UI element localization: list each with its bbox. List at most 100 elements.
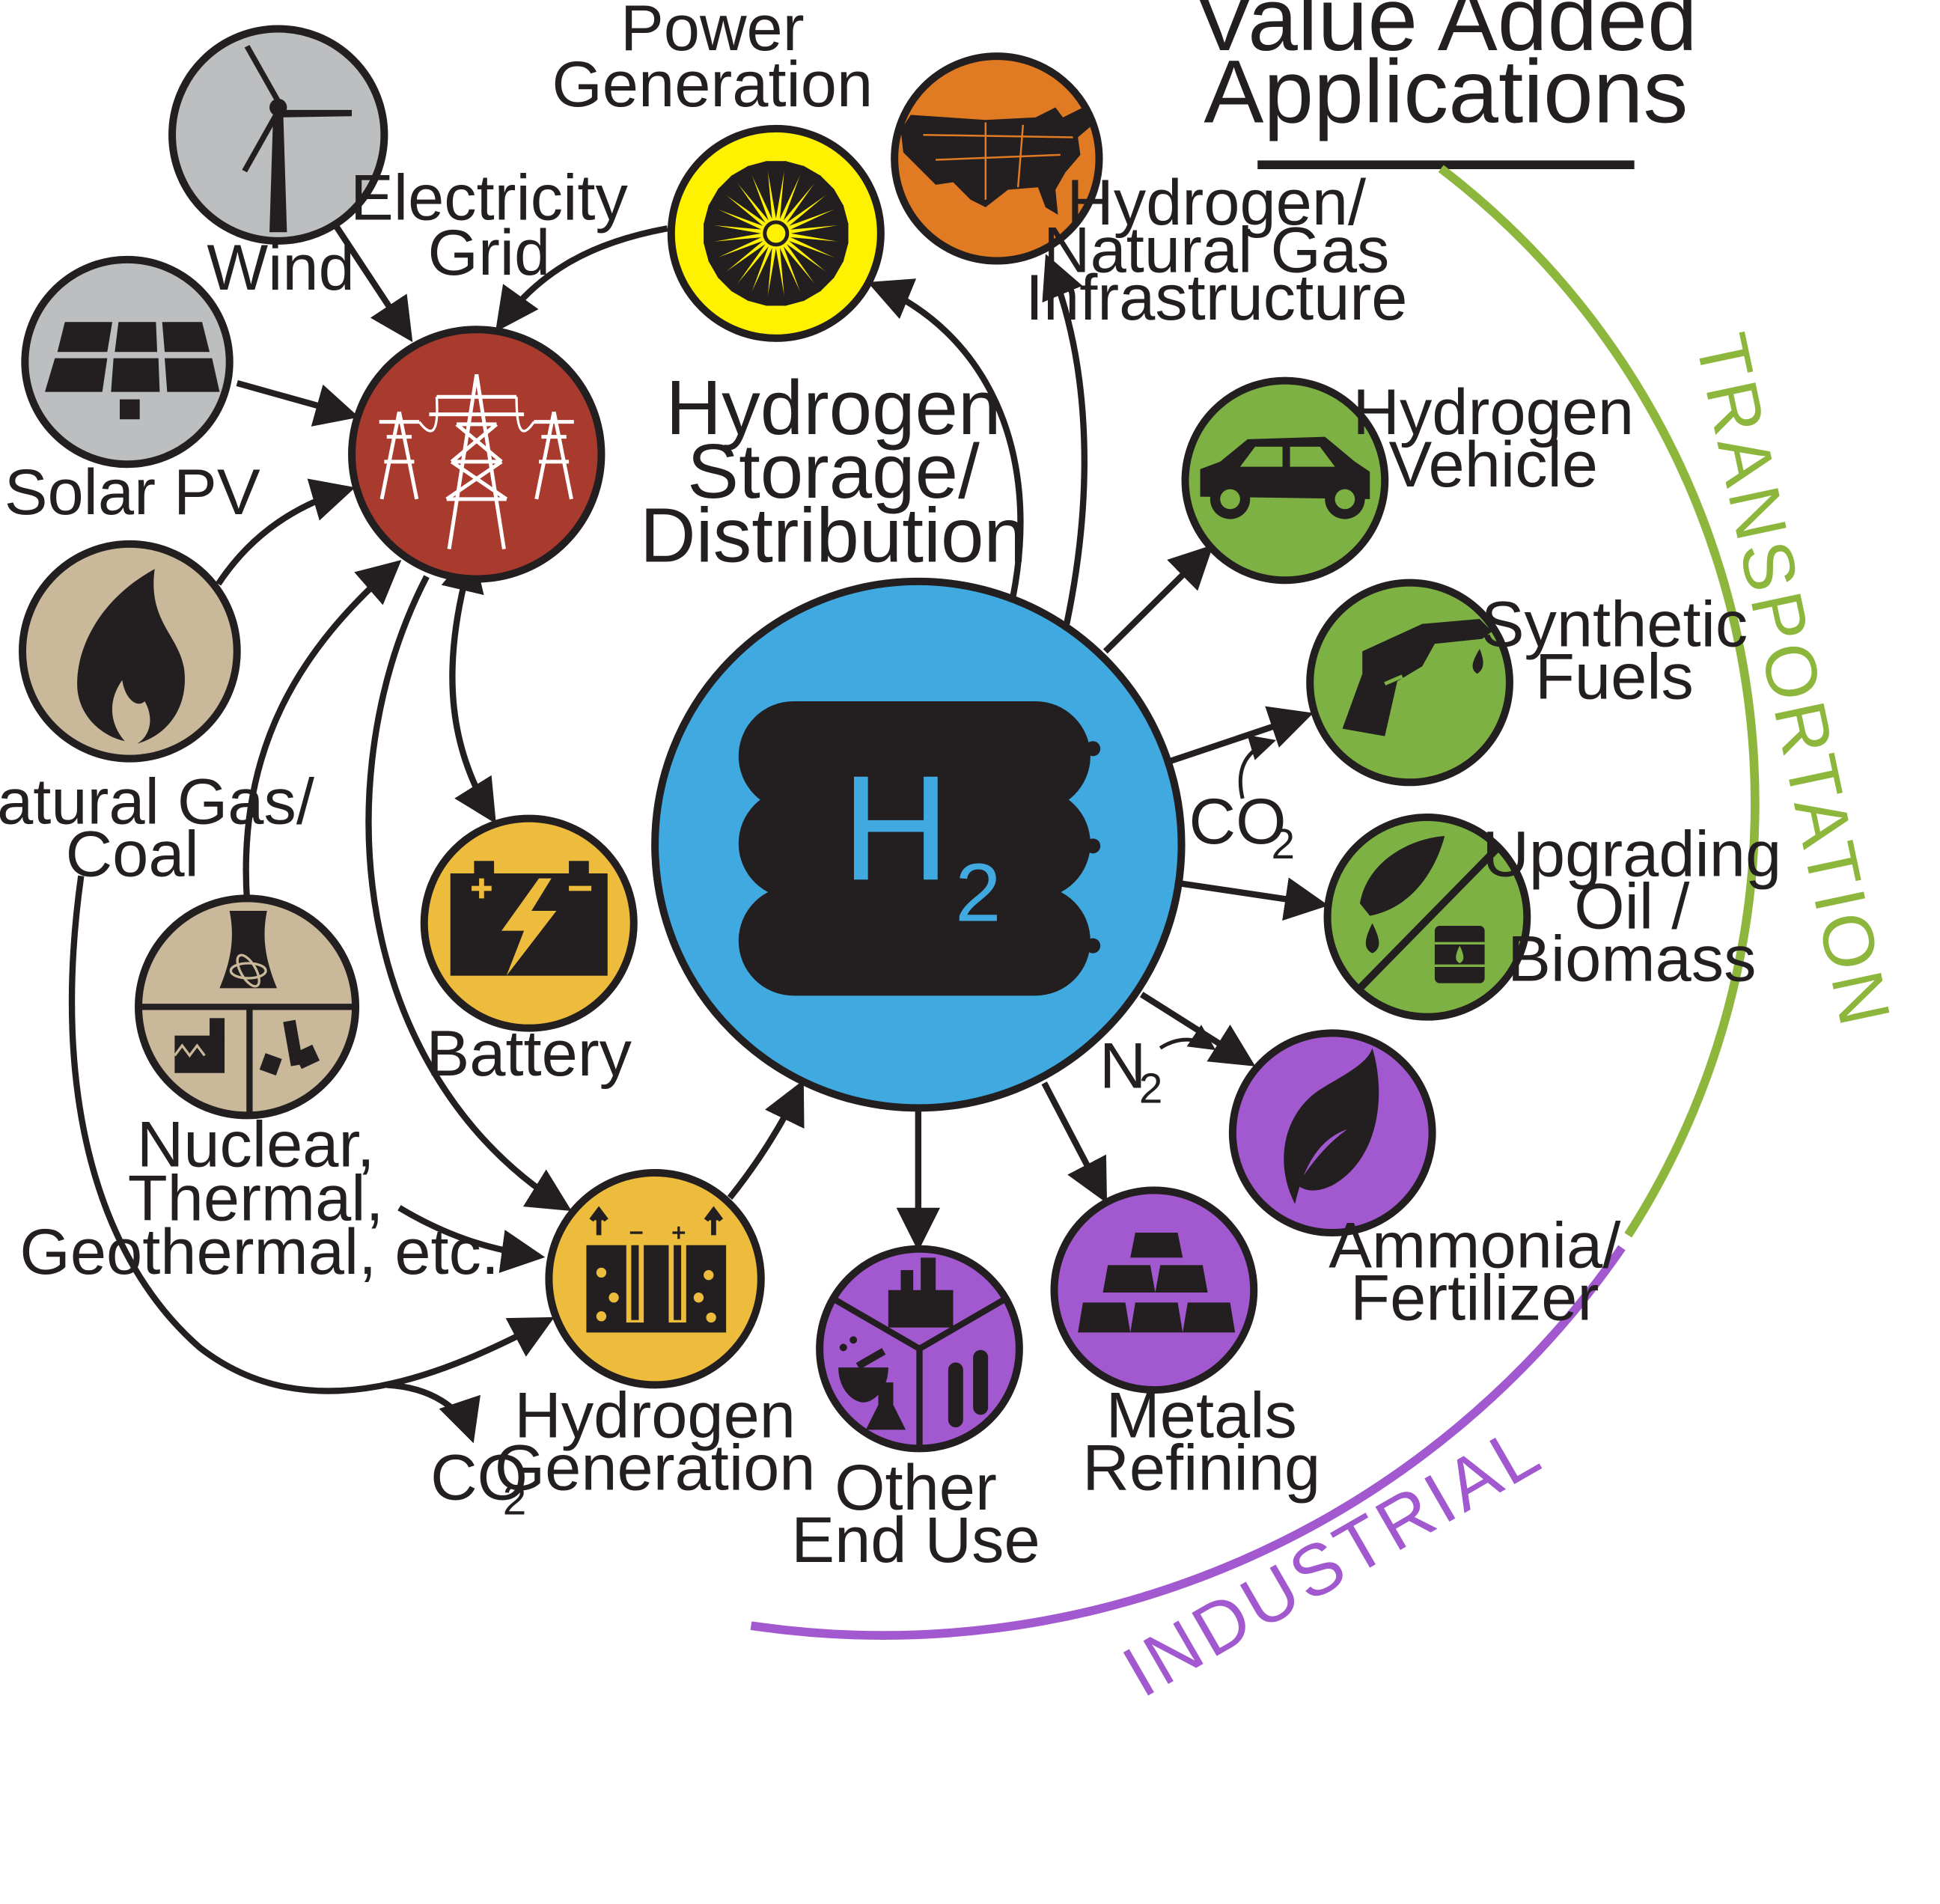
co2-generation-sub: 2 (503, 1477, 527, 1525)
connections (68, 225, 1329, 1444)
battery-icon (450, 861, 608, 976)
upgrading-label-line2: Oil / (1574, 870, 1690, 942)
generation-label-line2: Generation (495, 1432, 816, 1504)
power-label-line2: Generation (552, 49, 873, 120)
co2-generation-main: CO (430, 1442, 528, 1514)
nuclear-label-line3: Geothermal, etc. (19, 1216, 499, 1288)
arrow-storage-to-power (867, 278, 1024, 597)
car-icon (1200, 436, 1370, 519)
vehicle-node[interactable]: Hydrogen Vehicle (1181, 376, 1635, 585)
grid-label-line2: Grid (428, 217, 551, 289)
arrow-storage-to-infrastructure (1042, 254, 1088, 625)
refinery-lab-icon (838, 1257, 989, 1430)
fuel-nozzle-icon (1342, 618, 1492, 736)
arrow-co2-into-fuels (1238, 735, 1277, 799)
grid-label-line1: Electricity (350, 162, 628, 234)
infrastructure-node[interactable]: Hydrogen/ Natural Gas Infrastructure (891, 52, 1408, 334)
other-label-line1: Other (835, 1452, 997, 1524)
header: Value Added Applications (1195, 0, 1698, 170)
chem-co2-fuels: CO 2 (1189, 786, 1296, 868)
other-label-line2: End Use (791, 1504, 1040, 1576)
arrow-storage-to-metals (1041, 1081, 1108, 1203)
natgas-node[interactable]: Natural Gas/ Coal (0, 540, 315, 890)
fuels-node[interactable]: Synthetic Fuels (1306, 579, 1748, 787)
arrow-co2-from-generation (386, 1382, 481, 1444)
arrow-grid-battery (441, 547, 496, 824)
turbine-fan-icon (703, 161, 849, 306)
arrow-solar-to-grid (236, 379, 359, 427)
generation-node[interactable]: Hydrogen Generation (495, 1169, 816, 1504)
wind-label: Wind (207, 232, 354, 304)
nuclear-label-line1: Nuclear, (137, 1109, 375, 1181)
storage-title-line1: Hydrogen (665, 364, 1001, 451)
us-map-icon (900, 105, 1096, 215)
infrastructure-label-line3: Infrastructure (1025, 262, 1408, 334)
chem-n2-ammonia: N 2 (1099, 1031, 1162, 1113)
upgrading-label-line3: Biomass (1507, 923, 1756, 995)
arrow-natgas-to-generation (68, 875, 555, 1394)
other-node[interactable]: Other End Use (791, 1245, 1040, 1576)
arrow-storage-to-fuels (1169, 706, 1314, 764)
arrow-nuclear-to-grid (242, 560, 402, 901)
power-label-line1: Power (620, 0, 805, 64)
h2-subscript: 2 (955, 846, 1001, 939)
arrow-natgas-to-grid (216, 478, 356, 586)
fuels-label-line2: Fuels (1535, 641, 1694, 713)
battery-label: Battery (426, 1018, 632, 1090)
arrow-grid-to-generation (365, 575, 572, 1212)
ammonia-node[interactable]: Ammonia/ Fertilizer (1228, 1029, 1621, 1334)
wind-turbine-icon (242, 45, 353, 233)
generation-label-line1: Hydrogen (514, 1379, 796, 1451)
ammonia-label-line2: Fertilizer (1350, 1263, 1599, 1334)
solar-node[interactable]: Solar PV (4, 255, 260, 528)
metals-node[interactable]: Metals Refining (1050, 1186, 1321, 1504)
arrow-storage-to-vehicle (1102, 544, 1214, 654)
chem-co2-generation: CO 2 (430, 1442, 528, 1525)
natgas-label-line1: Natural Gas/ (0, 766, 315, 837)
co2-fuels-sub: 2 (1272, 821, 1296, 868)
nuclear-thermal-geothermal-icon (174, 910, 320, 1075)
storage-title-line3: Distribution (640, 491, 1027, 578)
upgrading-label-line1: Upgrading (1482, 818, 1781, 890)
transportation-arc (1438, 165, 1760, 1238)
fuels-circle (1306, 579, 1513, 787)
metal-ingots-icon (1078, 1233, 1236, 1333)
transmission-tower-icon (379, 373, 574, 549)
arrow-n2-into-ammonia (1159, 1025, 1216, 1051)
arrow-storage-to-ammonia (1139, 992, 1256, 1067)
leaf-and-barrel-icon (1357, 835, 1500, 991)
storage-title-line2: Storage/ (687, 427, 980, 514)
wind-node[interactable]: Wind (168, 25, 388, 304)
grid-node[interactable]: Electricity Grid (348, 162, 628, 583)
ammonia-label-line1: Ammonia/ (1329, 1210, 1621, 1282)
vehicle-label-line2: Vehicle (1389, 429, 1598, 501)
grid-circle (348, 326, 606, 583)
power-node[interactable]: Power Generation (552, 0, 885, 342)
arrow-storage-to-upgrading (1180, 877, 1329, 921)
arrow-wind-to-grid (334, 225, 413, 343)
nuclear-node[interactable]: Nuclear, Thermal, Geothermal, etc. (19, 894, 499, 1288)
industrial-arc (750, 1245, 1626, 1640)
upgrading-node[interactable]: Upgrading Oil / Biomass (1323, 813, 1782, 1021)
header-title-line2: Applications (1204, 42, 1688, 142)
vehicle-label-line1: Hydrogen (1352, 376, 1634, 448)
solar-label: Solar PV (4, 457, 260, 528)
electrolyzer-icon (586, 1206, 727, 1333)
arrow-power-to-grid (495, 225, 668, 332)
leaf-icon (1284, 1048, 1379, 1204)
arrow-nuclear-to-generation (397, 1205, 546, 1273)
h2-symbol: H (842, 745, 950, 912)
arrow-generation-to-storage (727, 1079, 805, 1200)
n2-ammonia-sub: 2 (1139, 1066, 1163, 1113)
header-title-line1: Value Added (1195, 0, 1698, 70)
storage-tanks-icon (738, 701, 1101, 996)
n2-ammonia-main: N (1099, 1031, 1147, 1102)
flame-icon (77, 569, 185, 744)
fuels-label-line1: Synthetic (1481, 589, 1748, 661)
infrastructure-label-line1: Hydrogen/ (1067, 167, 1367, 239)
nuclear-label-line2: Thermal, (128, 1162, 384, 1234)
co2-fuels-main: CO (1189, 786, 1287, 858)
battery-node[interactable]: Battery (420, 814, 638, 1090)
storage-node[interactable]: Hydrogen Storage/ Distribution H 2 (640, 364, 1186, 1112)
